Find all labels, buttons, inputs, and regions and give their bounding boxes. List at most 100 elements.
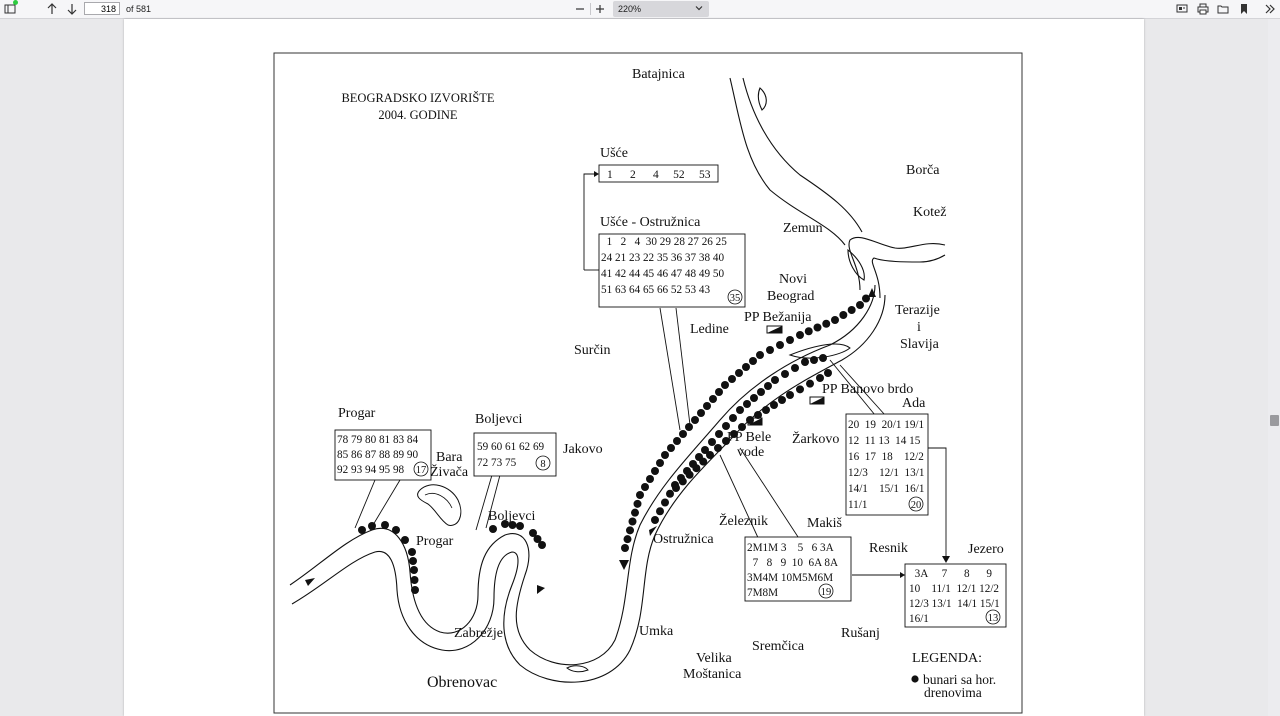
print-icon[interactable] xyxy=(1195,1,1211,17)
well-dot xyxy=(757,388,765,396)
well-dot xyxy=(708,438,716,446)
well-dot xyxy=(738,423,746,431)
box-uo-count: 35 xyxy=(730,293,741,304)
well-dot xyxy=(728,375,736,383)
well-dot xyxy=(742,363,750,371)
label-rusanj: Rušanj xyxy=(841,626,880,641)
presentation-icon[interactable] xyxy=(1174,1,1190,17)
well-dot xyxy=(516,522,524,530)
label-makis: Makiš xyxy=(807,516,843,531)
well-dot xyxy=(771,376,779,384)
vertical-scrollbar[interactable] xyxy=(1268,19,1280,716)
well-dot xyxy=(651,516,659,524)
legend-dot xyxy=(911,675,919,683)
bookmark-icon[interactable] xyxy=(1236,1,1252,17)
label-i: i xyxy=(917,320,921,335)
box-zeleznik-row: 7M8M xyxy=(747,587,778,599)
well-dot xyxy=(692,464,701,473)
well-dot xyxy=(709,395,717,403)
box-zeleznik-count: 19 xyxy=(821,587,832,598)
arrow-down-icon[interactable] xyxy=(64,1,80,17)
well-dot xyxy=(661,451,669,459)
box-boljevci: 59 60 61 62 69 72 73 75 8 xyxy=(473,432,557,477)
well-dot xyxy=(762,406,770,414)
plus-icon[interactable] xyxy=(592,1,608,17)
well-dot xyxy=(646,475,654,483)
label-ada: Ada xyxy=(902,396,926,411)
label-jezero: Jezero xyxy=(968,542,1004,557)
scrollbar-thumb[interactable] xyxy=(1270,415,1279,426)
box-banovo-row: 12 11 13 14 15 xyxy=(848,435,921,447)
label-vode: vode xyxy=(737,445,764,460)
well-dot xyxy=(791,364,799,372)
well-dot xyxy=(786,391,794,399)
well-dot xyxy=(621,544,629,552)
label-progar-river: Progar xyxy=(416,534,454,549)
arrow-up-icon[interactable] xyxy=(44,1,60,17)
box-uo-row: 41 42 44 45 46 47 48 49 50 xyxy=(601,268,724,280)
well-dot xyxy=(796,331,804,339)
box-banovo-row: 16 17 18 12/2 xyxy=(848,451,924,463)
box-jezero-count: 13 xyxy=(988,613,999,624)
legend-line2: drenovima xyxy=(924,685,982,700)
box-jezero: 3A 7 8 9 10 11/1 12/1 12/2 12/3 13/1 14/… xyxy=(904,563,1007,628)
well-dot xyxy=(381,521,389,529)
box-banovo-row: 11/1 xyxy=(848,499,867,511)
label-pp-banovo: PP Banovo brdo xyxy=(822,382,913,397)
label-zeleznik: Železnik xyxy=(719,512,768,529)
box-boljevci-row: 72 73 75 xyxy=(477,457,517,469)
box-zeleznik-row: 7 8 9 10 6A 8A xyxy=(747,557,838,569)
box-boljevci-count: 8 xyxy=(540,459,545,470)
status-dot xyxy=(13,0,18,5)
box-progar-count: 17 xyxy=(416,465,427,476)
label-slavija: Slavija xyxy=(900,337,940,352)
box-usce-ostruznica: Ušće - Ostružnica 1 2 4 30 29 28 27 26 2… xyxy=(598,215,746,308)
page-number-input[interactable] xyxy=(84,2,120,15)
well-dot xyxy=(697,409,705,417)
more-tools-icon[interactable] xyxy=(1262,1,1278,17)
label-batajnica: Batajnica xyxy=(632,67,686,82)
legend-title: LEGENDA: xyxy=(912,651,982,666)
well-dot xyxy=(358,526,366,534)
label-mostanica: Moštanica xyxy=(683,667,742,682)
well-markers xyxy=(358,294,870,594)
box-jezero-row: 10 11/1 12/1 12/2 xyxy=(909,583,999,595)
well-dot xyxy=(691,416,699,424)
label-jakovo: Jakovo xyxy=(563,442,603,457)
label-novi: Novi xyxy=(779,272,807,287)
well-dot xyxy=(685,423,693,431)
open-file-icon[interactable] xyxy=(1215,1,1231,17)
well-dot xyxy=(538,541,546,549)
well-dot xyxy=(822,319,831,328)
minus-icon[interactable] xyxy=(572,1,588,17)
well-dot xyxy=(715,430,723,438)
label-pp-bele: PP Bele xyxy=(727,430,771,445)
well-dot xyxy=(410,576,419,584)
well-dot xyxy=(623,535,632,544)
box-usce: Ušće 1 2 4 52 53 xyxy=(598,146,719,183)
box-uo-row: 24 21 23 22 35 36 37 38 40 xyxy=(601,252,724,264)
label-zarkovo: Žarkovo xyxy=(792,430,839,447)
well-dot xyxy=(810,356,818,364)
well-dot xyxy=(679,430,687,438)
label-terazije: Terazije xyxy=(895,303,940,318)
well-dot xyxy=(776,341,784,349)
legend-line1: bunari sa hor. xyxy=(923,672,996,687)
well-dot xyxy=(736,406,744,414)
danube-river xyxy=(729,77,865,281)
well-dot xyxy=(764,382,772,390)
well-dot xyxy=(508,521,517,529)
label-ostruznica: Ostružnica xyxy=(653,532,714,547)
map-title-line2: 2004. GODINE xyxy=(378,108,458,122)
sidebar-toggle-icon[interactable] xyxy=(2,1,18,17)
well-dot xyxy=(628,517,637,526)
well-dot xyxy=(750,394,758,402)
box-zeleznik-row: 2M1M 3 5 6 3A xyxy=(747,542,834,554)
zoom-select[interactable]: 220% xyxy=(613,1,709,17)
box-banovo-row: 14/1 15/1 16/1 xyxy=(848,483,924,495)
well-dot xyxy=(856,301,864,309)
label-zivaca: Živača xyxy=(430,463,469,480)
box-progar-row: 78 79 80 81 83 84 xyxy=(337,434,419,446)
label-boljevci-river: Boljevci xyxy=(488,509,536,524)
well-dot xyxy=(781,370,789,378)
